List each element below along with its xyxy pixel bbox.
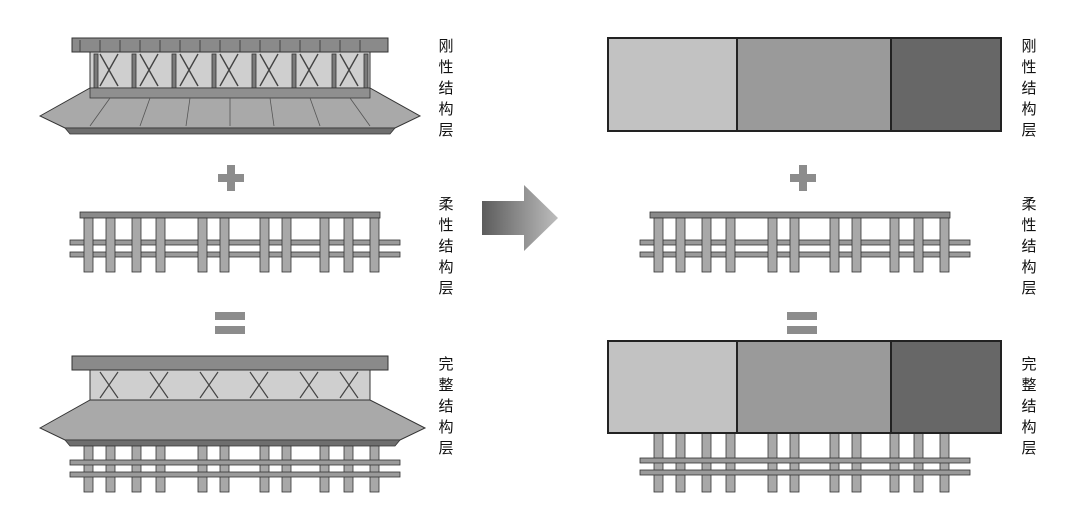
complete-block-dark [890,342,1000,432]
rigid-block-dark [890,39,1000,130]
equals-icon [215,312,245,334]
complete-layer-columns-right [639,429,971,493]
plus-icon [218,165,244,191]
plus-icon [790,165,816,191]
equals-icon [787,312,817,334]
label-flexible-layer-right: 柔性结构层 [1021,195,1037,297]
flexible-layer-drawing-right [639,211,971,273]
complete-layer-drawing [38,355,427,493]
arrow-right-icon [482,185,558,251]
label-complete-layer-right: 完整结构层 [1021,355,1037,457]
label-flexible-layer: 柔性结构层 [438,195,454,297]
rigid-block-medium [736,39,890,130]
complete-block-light [609,342,736,432]
rigid-layer-blocks [607,37,1002,132]
rigid-layer-drawing [38,37,422,135]
label-rigid-layer-right: 刚性结构层 [1021,37,1037,139]
flexible-layer-drawing [69,211,401,273]
complete-layer-blocks [607,340,1002,434]
label-rigid-layer: 刚性结构层 [438,37,454,139]
complete-block-medium [736,342,890,432]
rigid-block-light [609,39,736,130]
label-complete-layer: 完整结构层 [438,355,454,457]
